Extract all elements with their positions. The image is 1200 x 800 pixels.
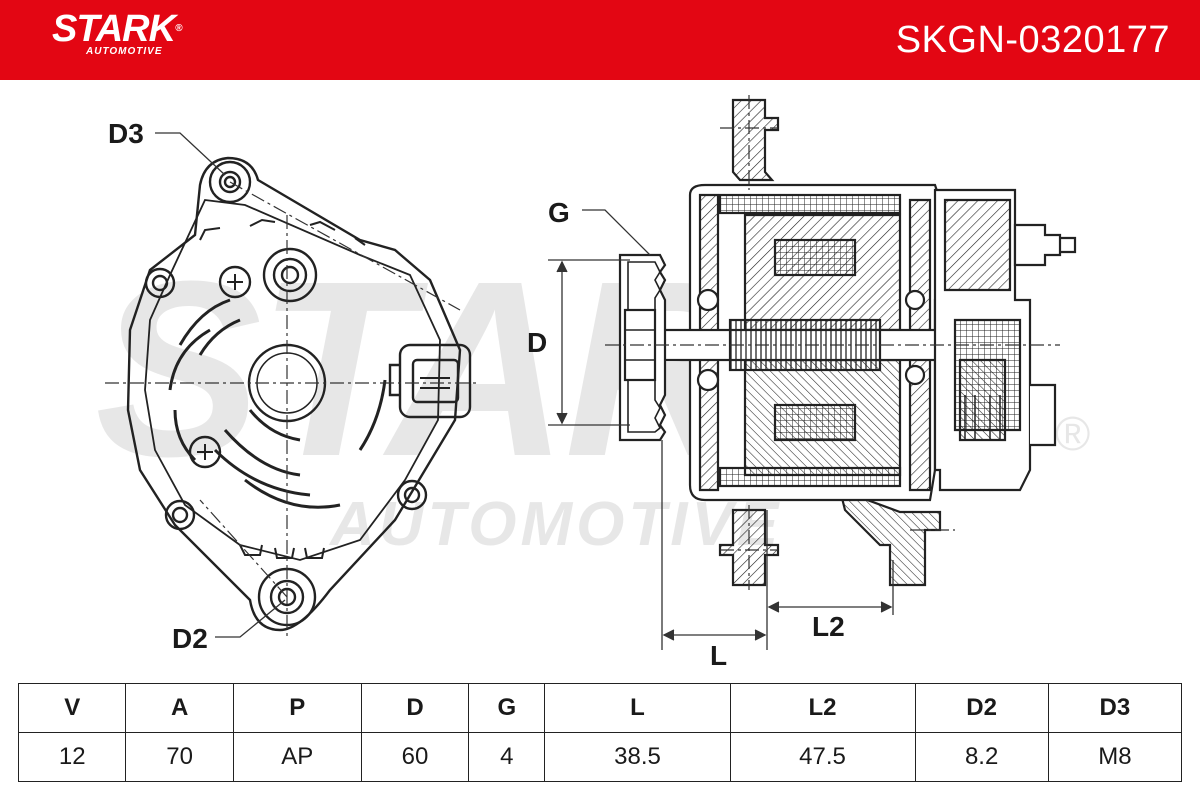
spec-header-l2: L2 xyxy=(729,683,916,733)
spec-header-l: L xyxy=(544,683,731,733)
label-d3: D3 xyxy=(108,118,144,149)
spec-header-v: V xyxy=(17,683,127,733)
spec-value-row: 12 70 AP 60 4 38.5 47.5 8.2 M8 xyxy=(17,732,1183,782)
spec-header-g: G xyxy=(468,683,546,733)
label-d2: D2 xyxy=(172,623,208,654)
spec-value-p: AP xyxy=(232,732,362,782)
front-centerlines xyxy=(105,181,480,640)
watermark-reg: ® xyxy=(1055,408,1090,461)
header-bar: STARK® AUTOMOTIVE SKGN-0320177 xyxy=(0,0,1200,80)
brand-reg-mark: ® xyxy=(175,23,182,34)
spec-header-row: V A P D G L L2 D2 D3 xyxy=(17,683,1183,733)
spec-header-d: D xyxy=(360,683,470,733)
spec-value-l: 38.5 xyxy=(544,732,731,782)
spec-value-d3: M8 xyxy=(1047,732,1183,782)
brand-subtitle: AUTOMOTIVE xyxy=(86,46,163,57)
spec-value-v: 12 xyxy=(17,732,127,782)
label-l: L xyxy=(710,640,727,671)
spec-header-p: P xyxy=(232,683,362,733)
spec-value-l2: 47.5 xyxy=(729,732,916,782)
section-centerlines xyxy=(605,95,1060,590)
watermark-sub: AUTOMOTIVE xyxy=(328,490,782,559)
spec-value-d: 60 xyxy=(360,732,470,782)
spec-value-g: 4 xyxy=(468,732,546,782)
product-code: SKGN-0320177 xyxy=(895,19,1170,61)
spec-header-a: A xyxy=(125,683,234,733)
label-l2: L2 xyxy=(812,611,845,642)
spec-table: V A P D G L L2 D2 D3 12 70 AP 60 4 38.5 … xyxy=(17,683,1183,782)
alternator-drawing: STARK AUTOMOTIVE ® xyxy=(95,95,1090,671)
spec-header-d3: D3 xyxy=(1047,683,1183,733)
spec-value-a: 70 xyxy=(125,732,234,782)
label-d: D xyxy=(527,327,547,358)
brand-name: STARK xyxy=(52,8,176,50)
front-view xyxy=(126,156,472,632)
spec-value-d2: 8.2 xyxy=(914,732,1049,782)
label-g: G xyxy=(548,197,570,228)
brand-logo: STARK® AUTOMOTIVE xyxy=(52,8,183,57)
spec-header-d2: D2 xyxy=(914,683,1049,733)
dimension-lines xyxy=(548,209,894,650)
